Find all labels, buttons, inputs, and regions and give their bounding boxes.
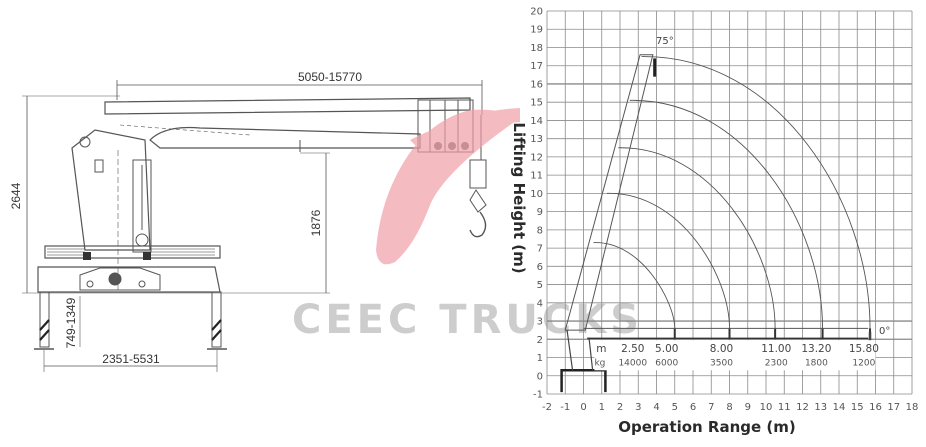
min-angle-label: 0°: [879, 326, 890, 337]
y-tick-label: 18: [530, 43, 543, 54]
working-arc: [641, 56, 871, 329]
crane-column: [566, 330, 594, 371]
y-tick-label: 20: [530, 7, 543, 18]
x-tick-label: 10: [760, 402, 773, 413]
y-tick-label: 7: [537, 244, 543, 255]
load-table-range: 11.00: [761, 343, 791, 355]
x-tick-label: 0: [580, 402, 586, 413]
x-tick-label: 2: [617, 402, 623, 413]
x-tick-label: -1: [560, 402, 570, 413]
y-axis-label: Lifting Height (m): [510, 122, 528, 273]
ceec-logo-icon: [376, 108, 520, 265]
load-table-range: 15.80: [849, 343, 879, 355]
x-tick-label: -2: [542, 402, 552, 413]
x-tick-label: 7: [708, 402, 714, 413]
x-tick-label: 8: [726, 402, 732, 413]
boom-75-deg: [564, 54, 654, 331]
y-tick-label: 8: [537, 225, 543, 236]
dim-outrigger-height: 749-1349: [64, 297, 78, 348]
x-tick-label: 17: [887, 402, 900, 413]
y-tick-label: 3: [537, 317, 543, 328]
y-tick-label: 1: [537, 353, 543, 364]
x-tick-label: 9: [745, 402, 751, 413]
x-tick-label: 12: [796, 402, 809, 413]
y-tick-label: 12: [530, 152, 543, 163]
load-table-load: 1800: [805, 359, 828, 369]
y-tick-label: 10: [530, 189, 543, 200]
working-arc: [618, 147, 776, 329]
working-arc: [607, 192, 730, 329]
load-table-range: 5.00: [655, 343, 678, 355]
load-table-bg: [594, 340, 876, 371]
y-tick-label: 17: [530, 61, 543, 72]
y-tick-label: 2: [537, 335, 543, 346]
max-angle-label: 75°: [656, 36, 674, 47]
y-tick-label: 15: [530, 98, 543, 109]
y-tick-label: 6: [537, 262, 543, 273]
y-tick-label: 5: [537, 280, 543, 291]
x-tick-label: 16: [869, 402, 882, 413]
working-arc: [629, 99, 824, 329]
load-table-load: 6000: [655, 359, 678, 369]
y-tick-label: 9: [537, 207, 543, 218]
x-tick-label: 6: [690, 402, 696, 413]
load-table-load: 1200: [852, 359, 875, 369]
x-tick-label: 1: [599, 402, 605, 413]
x-tick-label: 11: [778, 402, 791, 413]
y-tick-label: 14: [530, 116, 543, 127]
dim-boom-height: 1876: [309, 209, 323, 236]
y-tick-label: 4: [537, 298, 543, 309]
load-table-range: 13.20: [801, 343, 831, 355]
load-table-range: 2.50: [621, 343, 644, 355]
x-tick-label: 5: [672, 402, 678, 413]
load-table-load: 14000: [618, 359, 647, 369]
dim-boom-length: 5050-15770: [298, 70, 362, 84]
x-tick-label: 13: [814, 402, 827, 413]
y-tick-label: -1: [533, 390, 543, 401]
load-table-load: 2300: [765, 359, 788, 369]
dim-total-height: 2644: [9, 182, 23, 209]
x-tick-label: 4: [653, 402, 659, 413]
working-arc: [593, 242, 676, 329]
y-tick-label: 13: [530, 134, 543, 145]
y-tick-label: 19: [530, 25, 543, 36]
dim-outrigger-span: 2351-5531: [102, 352, 160, 366]
load-table-range: 8.00: [710, 343, 733, 355]
x-tick-label: 18: [906, 402, 919, 413]
x-tick-label: 3: [635, 402, 641, 413]
y-tick-label: 16: [530, 79, 543, 90]
x-tick-label: 15: [851, 402, 864, 413]
x-tick-label: 14: [833, 402, 846, 413]
crane-base-icon: [560, 369, 607, 393]
y-tick-label: 11: [530, 171, 543, 182]
load-table-load: 3500: [710, 359, 733, 369]
y-tick-label: 0: [537, 371, 543, 382]
x-axis-label: Operation Range (m): [618, 418, 796, 436]
watermark-text: CEEC TRUCKS: [292, 297, 643, 343]
range-unit: m: [596, 343, 606, 355]
load-unit: kg: [594, 359, 605, 369]
